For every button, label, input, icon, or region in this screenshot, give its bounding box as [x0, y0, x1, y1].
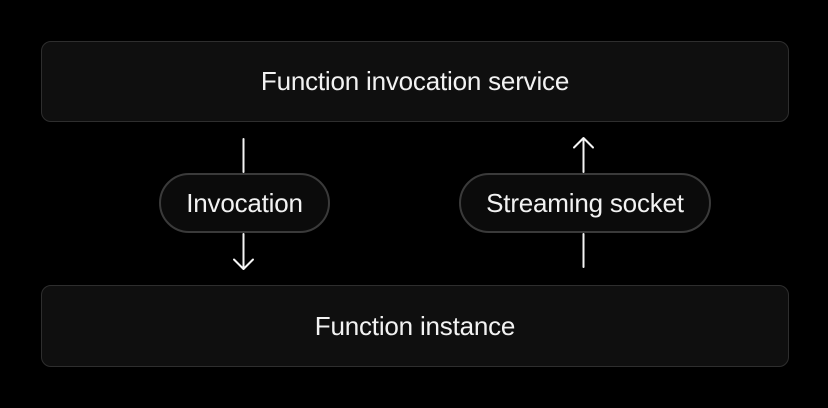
invocation-edge-label: Invocation: [186, 187, 303, 218]
function-invocation-service-label: Function invocation service: [260, 66, 570, 96]
streaming-socket-edge-pill: Streaming socket: [459, 173, 711, 233]
function-instance-box: Function instance: [41, 285, 789, 367]
down-arrowhead-icon: [233, 258, 254, 270]
streaming-socket-edge-label: Streaming socket: [486, 187, 684, 218]
function-invocation-service-box: Function invocation service: [41, 41, 789, 122]
invocation-edge-pill: Invocation: [159, 173, 330, 233]
up-arrowhead-icon: [573, 137, 594, 149]
function-instance-label: Function instance: [314, 310, 516, 341]
